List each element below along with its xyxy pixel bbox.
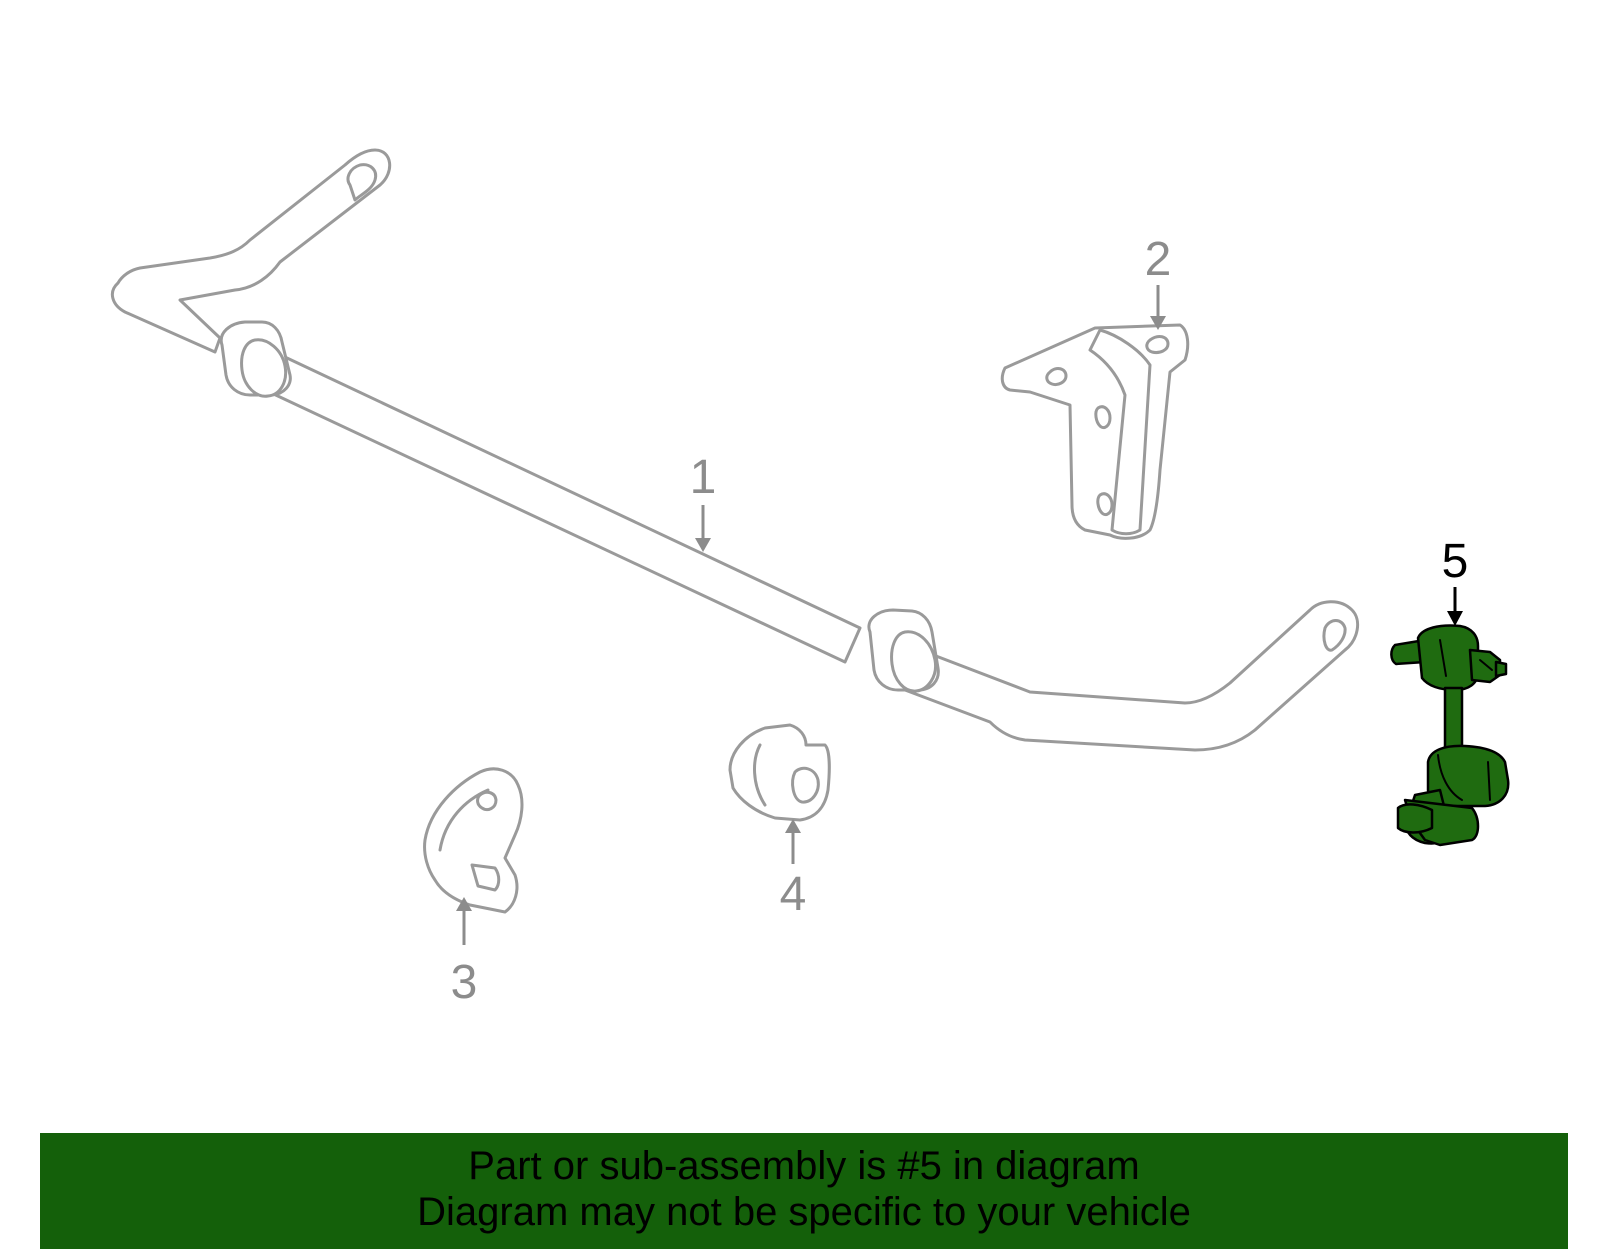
banner-line-1: Part or sub-assembly is #5 in diagram — [468, 1144, 1140, 1188]
bushing-bracket — [423, 767, 524, 914]
arrow-down-icon — [695, 538, 711, 552]
callout-5: 5 — [1442, 535, 1469, 626]
callout-1: 1 — [690, 451, 717, 552]
info-banner: Part or sub-assembly is #5 in diagram Di… — [40, 1133, 1568, 1249]
callout-4: 4 — [780, 819, 807, 921]
callout-number-5: 5 — [1442, 535, 1469, 588]
banner-line-2: Diagram may not be specific to your vehi… — [417, 1190, 1191, 1234]
callout-number-2: 2 — [1145, 233, 1172, 286]
bushing — [728, 723, 831, 822]
arrow-up-icon — [785, 819, 801, 833]
callout-number-3: 3 — [451, 956, 478, 1009]
callout-number-4: 4 — [780, 868, 807, 921]
callout-number-1: 1 — [690, 451, 717, 504]
callout-2: 2 — [1145, 233, 1172, 330]
arrow-down-icon — [1447, 611, 1463, 626]
arrow-up-icon — [456, 897, 472, 911]
callout-3: 3 — [451, 897, 478, 1009]
stabilizer-link — [1390, 624, 1510, 847]
mounting-bracket — [1000, 323, 1190, 540]
arrow-down-icon — [1150, 316, 1166, 330]
stabilizer-bar — [110, 148, 1360, 752]
